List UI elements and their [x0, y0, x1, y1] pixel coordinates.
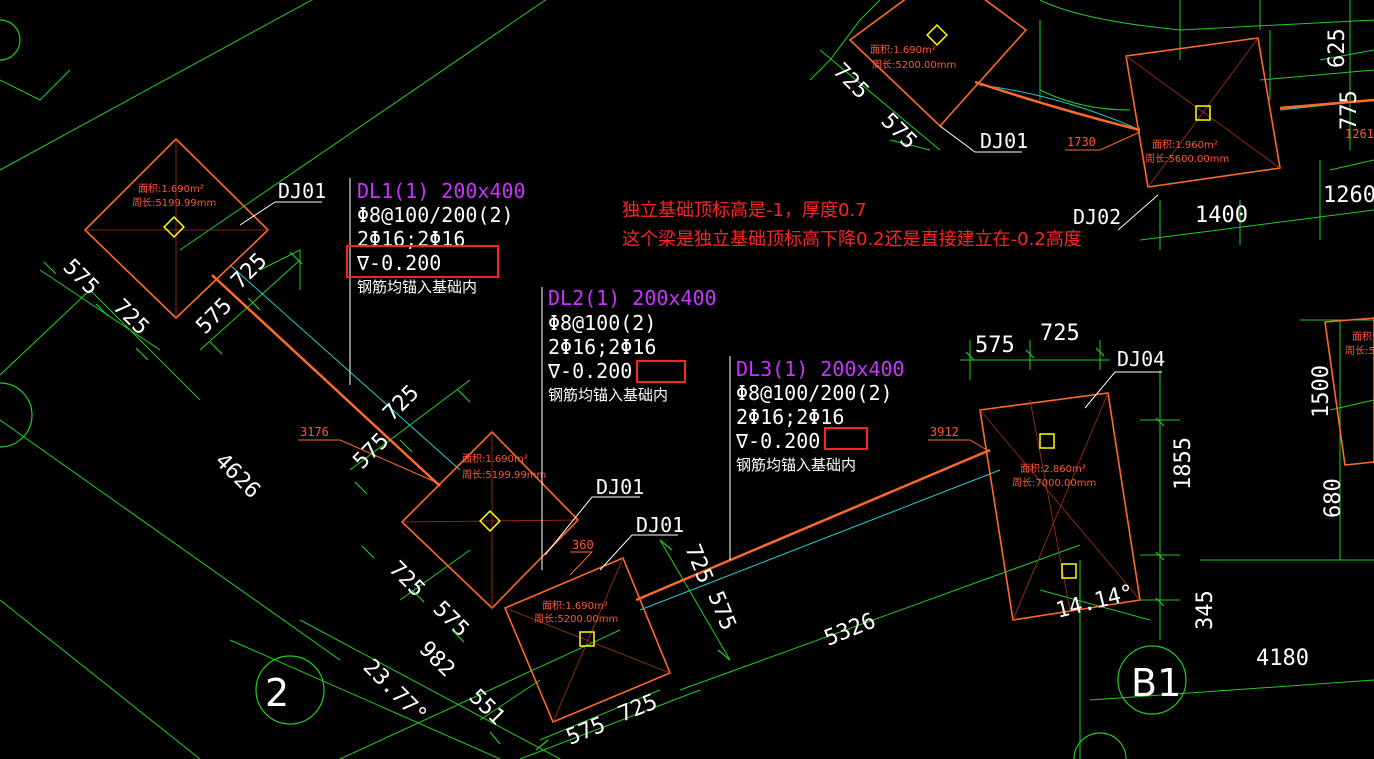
- footing-tags: DJ01 DJ01 DJ01 DJ01 DJ02 DJ04: [278, 129, 1165, 537]
- tag-dj01-c: DJ01: [636, 513, 684, 537]
- footing-6-perimeter: 周长:7000.00mm: [1012, 477, 1096, 489]
- dl2-elevation: ∇-0.200: [547, 359, 632, 383]
- dim-575-b: 575: [192, 293, 238, 339]
- dim-551: 551: [464, 685, 510, 731]
- beam-edges: [229, 84, 1374, 611]
- note-line-1: 独立基础顶标高是-1，厚度0.7: [622, 200, 867, 221]
- dim-575-a: 575: [58, 255, 104, 301]
- highlight-box-dl1: [346, 245, 499, 278]
- dim-575-c: 575: [349, 428, 395, 474]
- leader-lines: [298, 131, 1141, 576]
- footing-labels: 面积:1.690m² 周长:5199.99mm 面积:1.690m² 周长:51…: [132, 44, 1374, 625]
- highlight-box-dl3: [824, 427, 868, 450]
- dl2-stirrup: Φ8@100(2): [548, 311, 656, 335]
- dim-345: 345: [1193, 590, 1218, 630]
- tag-dj02: DJ02: [1073, 205, 1121, 229]
- dim-1260: 1260: [1323, 183, 1374, 208]
- dl2-anchor: 钢筋均锚入基础内: [548, 386, 668, 404]
- dl1-title: DL1(1) 200x400: [357, 179, 526, 203]
- beam-lines: [211, 80, 1374, 602]
- leader-3912: 3912: [930, 425, 959, 439]
- tag-dj01-b: DJ01: [596, 475, 644, 499]
- dim-775: 775: [1337, 90, 1362, 130]
- highlight-box-dl2: [636, 360, 686, 383]
- dimension-texts: 575 725 575 725 575 725 725 575 4626 982…: [58, 28, 1374, 750]
- dim-725-d: 725: [384, 557, 430, 603]
- dl1-anchor: 钢筋均锚入基础内: [357, 278, 477, 296]
- dimension-ticks: [43, 251, 1165, 751]
- dim-1261: 1261: [1345, 127, 1374, 141]
- axis-label-2: 2: [265, 671, 289, 715]
- dim-575-h: 575: [876, 109, 922, 155]
- dim-575-g: 575: [975, 333, 1015, 358]
- dim-725-e: 725: [615, 689, 661, 727]
- dl3-stirrup: Φ8@100/200(2): [736, 381, 893, 405]
- dim-575-e: 575: [563, 712, 609, 750]
- dl3-bars: 2Φ16;2Φ16: [736, 405, 844, 429]
- footing-4-area: 面积:1.690m²: [870, 44, 936, 56]
- dim-575-d: 575: [428, 597, 474, 643]
- dim-1400: 1400: [1195, 203, 1248, 228]
- footing-tag-leaders: [239, 125, 1162, 571]
- dim-4180: 4180: [1256, 646, 1309, 671]
- footing-5-perimeter: 周长:5600.00mm: [1145, 153, 1229, 165]
- footing-4-perimeter: 周长:5200.00mm: [872, 59, 956, 71]
- footing-5-area: 面积:1.960m²: [1152, 139, 1218, 151]
- dim-4626: 4626: [210, 449, 265, 504]
- footing-right: [1324, 317, 1374, 466]
- dim-725-b: 725: [227, 248, 273, 294]
- dim-725-h: 725: [828, 59, 874, 105]
- dl3-elevation: ∇-0.200: [735, 429, 820, 453]
- footing-3-perimeter: 周长:5200.00mm: [534, 613, 618, 625]
- axis-bubbles: [0, 19, 1187, 759]
- dl2-bars: 2Φ16;2Φ16: [548, 335, 656, 359]
- dl1-elevation: ∇-0.200: [356, 251, 441, 275]
- footing-6-area: 面积:2.860m²: [1020, 463, 1086, 475]
- highlight-boxes: [346, 245, 868, 450]
- axis-label-b1: B1: [1131, 661, 1181, 705]
- beam-top: [974, 80, 1141, 132]
- footing-3-area: 面积:1.690m²: [542, 600, 608, 612]
- dim-5326: 5326: [821, 609, 879, 652]
- leader-1730: 1730: [1067, 135, 1096, 149]
- tag-dj04: DJ04: [1117, 347, 1165, 371]
- footing-7-perimeter: 周长:500: [1345, 345, 1374, 357]
- dl3-title: DL3(1) 200x400: [736, 357, 905, 381]
- dim-680: 680: [1321, 478, 1346, 518]
- footing-1-perimeter: 周长:5199.99mm: [132, 197, 216, 209]
- center-markers: [163, 24, 1211, 647]
- beam-label-dl2: DL2(1) 200x400 Φ8@100(2) 2Φ16;2Φ16 ∇-0.2…: [547, 286, 717, 404]
- dim-575-f: 575: [702, 588, 740, 634]
- dl1-stirrup: Φ8@100/200(2): [357, 203, 514, 227]
- dl2-title: DL2(1) 200x400: [548, 286, 717, 310]
- tag-dj01-d: DJ01: [980, 129, 1028, 153]
- dim-625: 625: [1325, 28, 1350, 68]
- dim-1855: 1855: [1171, 437, 1196, 490]
- beam-label-leaders: [349, 178, 731, 570]
- leader-360: 360: [572, 538, 594, 552]
- dim-725-g: 725: [1040, 321, 1080, 346]
- note-line-2: 这个梁是独立基础顶标高下降0.2还是直接建立在-0.2高度: [622, 229, 1082, 250]
- beam-right: [1279, 98, 1374, 110]
- leader-3176: 3176: [300, 425, 329, 439]
- dim-725-a: 725: [108, 295, 154, 341]
- footing-2-area: 面积:1.690m²: [462, 453, 528, 465]
- dim-1500: 1500: [1309, 365, 1334, 418]
- footing-1-area: 面积:1.690m²: [138, 183, 204, 195]
- footing-diagonals: [85, 37, 1281, 723]
- tag-dj01-a: DJ01: [278, 179, 326, 203]
- beam-label-dl1: DL1(1) 200x400 Φ8@100/200(2) 2Φ16;2Φ16 ∇…: [356, 179, 526, 296]
- footing-dj01-d: [848, 0, 1028, 128]
- dl3-anchor: 钢筋均锚入基础内: [736, 456, 856, 474]
- footing-7-area: 面积:: [1352, 331, 1374, 343]
- beam-dl1: [211, 274, 441, 487]
- footing-2-perimeter: 周长:5199.99mm: [462, 469, 546, 481]
- beam-dl3: [635, 448, 991, 602]
- dim-982: 982: [414, 637, 460, 683]
- angle-23-77: 23.77°: [358, 655, 432, 729]
- dl1-bars: 2Φ16;2Φ16: [357, 227, 465, 251]
- beam-label-dl3: DL3(1) 200x400 Φ8@100/200(2) 2Φ16;2Φ16 ∇…: [735, 357, 905, 474]
